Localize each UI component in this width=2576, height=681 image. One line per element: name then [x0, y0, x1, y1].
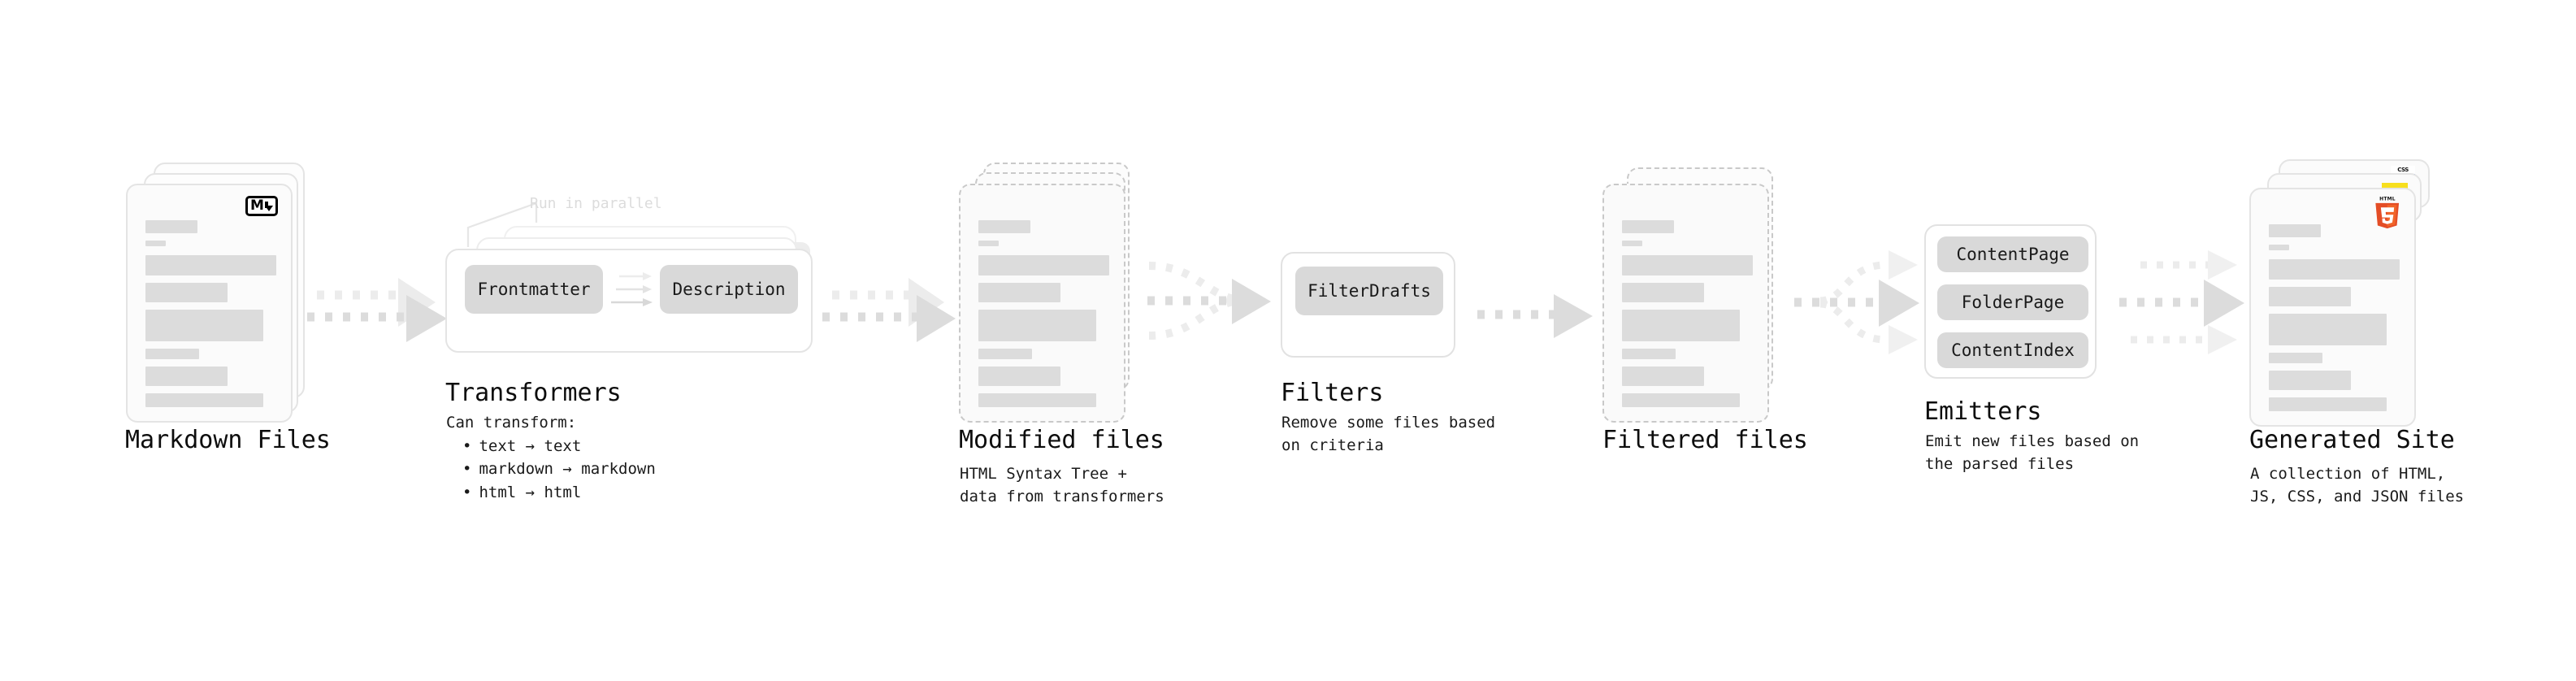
content-bar [1622, 255, 1753, 275]
content-bar [1622, 283, 1705, 302]
filters-title: Filters [1281, 379, 1384, 407]
filtered-card-front [1602, 184, 1769, 423]
content-bar [145, 310, 263, 341]
content-bar [1622, 393, 1740, 407]
content-bar [978, 255, 1109, 275]
markdown-card-front: M [126, 184, 293, 423]
arrow-transformers-to-modified [822, 278, 956, 342]
filtered-files-stack [1602, 163, 1781, 423]
content-bar [2269, 314, 2387, 345]
run-in-parallel-leader [466, 202, 538, 247]
content-bar [145, 367, 228, 386]
html5-icon: HTML [2375, 197, 2400, 229]
content-bar [145, 255, 276, 275]
transform-item: markdown → markdown [462, 458, 655, 481]
modified-files-subtitle: HTML Syntax Tree + data from transformer… [960, 465, 1164, 505]
content-bar [1622, 349, 1676, 359]
chip-folderpage[interactable]: FolderPage [1937, 284, 2088, 320]
site-card-content [2269, 224, 2400, 419]
transformers-capability-list: Can transform: text → text markdown → ma… [446, 411, 656, 504]
content-bar [145, 393, 263, 407]
modified-card-content [978, 220, 1109, 414]
markdown-icon-arrow [264, 206, 273, 211]
transformers-list-lead: Can transform: [446, 414, 577, 432]
filters-subtitle: Remove some files based on criteria [1281, 414, 1496, 454]
arrow-markdown-to-transformers [307, 278, 447, 342]
arrow-filtered-to-emitters [1794, 250, 1919, 354]
content-bar [2269, 287, 2352, 306]
transformers-stack: Run in parallel Frontmatter [445, 195, 827, 356]
content-bar [145, 349, 199, 359]
filtered-card-content [1622, 220, 1753, 414]
content-bar [2269, 245, 2289, 250]
emitters-title: Emitters [1924, 397, 2042, 426]
content-bar [145, 241, 166, 246]
content-bar [978, 349, 1032, 359]
markdown-card-content [145, 220, 276, 414]
content-bar [2269, 397, 2387, 411]
content-bar [145, 283, 228, 302]
transform-item: html → html [462, 481, 656, 505]
chip-description[interactable]: Description [660, 265, 798, 314]
generated-site-subtitle: A collection of HTML, JS, CSS, and JSON … [2250, 465, 2465, 505]
content-bar [978, 367, 1061, 386]
content-bar [978, 283, 1061, 302]
content-bar [2269, 353, 2322, 363]
content-bar [2269, 224, 2321, 237]
generated-site-title: Generated Site [2249, 426, 2455, 454]
svg-text:HTML: HTML [2379, 197, 2396, 202]
filtered-files-title: Filtered files [1602, 426, 1808, 454]
markdown-files-title: Markdown Files [125, 426, 331, 454]
css-icon-label: CSS [2397, 166, 2409, 173]
emitters-subtitle: Emit new files based on the parsed files [1925, 432, 2140, 473]
content-bar [1622, 220, 1674, 233]
content-bar [1622, 367, 1705, 386]
markdown-icon-arrow-stem [265, 202, 268, 208]
filters-box: FilterDrafts [1281, 252, 1455, 358]
content-bar [1622, 241, 1642, 246]
generated-site-stack: CSS HTML [2249, 159, 2436, 427]
arrow-filters-to-filtered [1477, 294, 1593, 338]
markdown-icon: M [245, 196, 278, 216]
modified-files-title: Modified files [959, 426, 1164, 454]
content-bar [2269, 371, 2352, 390]
content-bar [978, 220, 1030, 233]
content-bar [978, 393, 1096, 407]
content-bar [978, 310, 1096, 341]
content-bar [978, 241, 999, 246]
markdown-icon-letter: M [250, 197, 264, 214]
transformer-inner-arrows [611, 272, 653, 306]
arrow-emitters-to-site [2119, 250, 2244, 354]
chip-contentindex[interactable]: ContentIndex [1937, 332, 2088, 368]
chip-frontmatter[interactable]: Frontmatter [465, 265, 603, 314]
markdown-files-stack: M [126, 163, 305, 423]
content-bar [145, 220, 197, 233]
run-in-parallel-label: Run in parallel [530, 195, 662, 212]
arrow-modified-to-filters [1147, 262, 1271, 340]
modified-files-stack [959, 163, 1138, 423]
transformers-box-front: Frontmatter Description [445, 249, 813, 353]
site-card-html: HTML [2249, 188, 2416, 427]
chip-contentpage[interactable]: ContentPage [1937, 236, 2088, 272]
transformers-title: Transformers [445, 379, 622, 407]
modified-card-front [959, 184, 1125, 423]
emitters-box: ContentPage FolderPage ContentIndex [1924, 224, 2097, 379]
transform-item: text → text [462, 435, 656, 458]
content-bar [1622, 310, 1740, 341]
content-bar [2269, 259, 2400, 280]
chip-filterdrafts[interactable]: FilterDrafts [1295, 267, 1443, 315]
